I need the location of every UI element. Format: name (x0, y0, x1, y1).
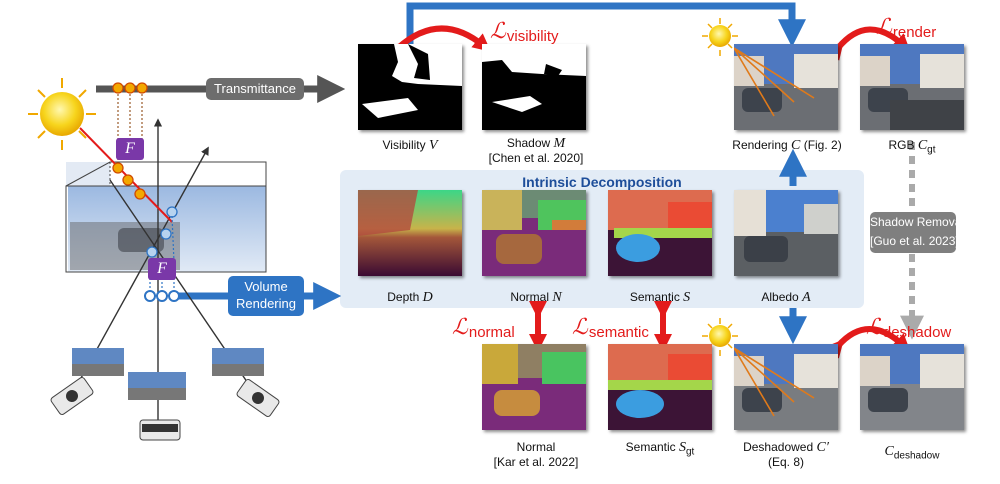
semantic-map (608, 190, 712, 276)
caption-semantic-gt: Semantic Sgt (625, 440, 695, 458)
sun-icon (28, 78, 96, 150)
panel-title: Intrinsic Decomposition (522, 174, 682, 190)
loss-normal: ℒnormal (452, 314, 515, 341)
camera-icon-center (128, 372, 186, 441)
caption-normal-gt: Normal[Kar et al. 2022] (493, 440, 579, 469)
semantic-gt-map (608, 344, 712, 430)
transmittance-label: Transmittance (206, 78, 304, 100)
deshadowed-image (734, 344, 838, 430)
sun-small-icon-top (702, 18, 738, 56)
rgb-gt-image (860, 44, 964, 130)
camera-icon-right (212, 348, 280, 417)
loss-visibility: ℒvisibility (490, 18, 559, 45)
visibility-map (358, 44, 462, 130)
caption-rgb: RGB Cgt (888, 138, 936, 156)
deshadow-gt-image (860, 344, 964, 430)
shadow-map (482, 44, 586, 130)
normal-map (482, 190, 586, 276)
rendering-image (734, 44, 838, 130)
caption-shadow: Shadow M[Chen et al. 2020] (488, 136, 584, 165)
caption-semantic: Semantic S (629, 290, 691, 305)
caption-deshadow-gt: Cdeshadow (884, 444, 940, 462)
sun-small-icon-bottom (702, 318, 738, 356)
caption-rendering: Rendering C (Fig. 2) (732, 138, 842, 153)
camera-icon-left (50, 348, 124, 415)
network-f-top: F (116, 138, 144, 160)
normal-gt-map (482, 344, 586, 430)
loss-render: ℒrender (876, 14, 937, 41)
shadow-removal-label: Shadow Removal [Guo et al. 2023] (870, 212, 964, 253)
caption-depth: Depth D (387, 290, 433, 305)
caption-deshadowed: Deshadowed C′(Eq. 8) (743, 440, 829, 469)
albedo-image (734, 190, 838, 276)
caption-albedo: Albedo A (761, 290, 811, 305)
caption-visibility: Visibility V (382, 138, 438, 153)
loss-deshadow: ℒdeshadow (866, 314, 952, 341)
network-f-bottom: F (148, 258, 176, 280)
loss-semantic: ℒsemantic (572, 314, 649, 341)
top-path (406, 2, 806, 48)
caption-normal: Normal N (510, 290, 562, 305)
volume-rendering-label: Volume Rendering (228, 276, 304, 316)
depth-map (358, 190, 462, 276)
